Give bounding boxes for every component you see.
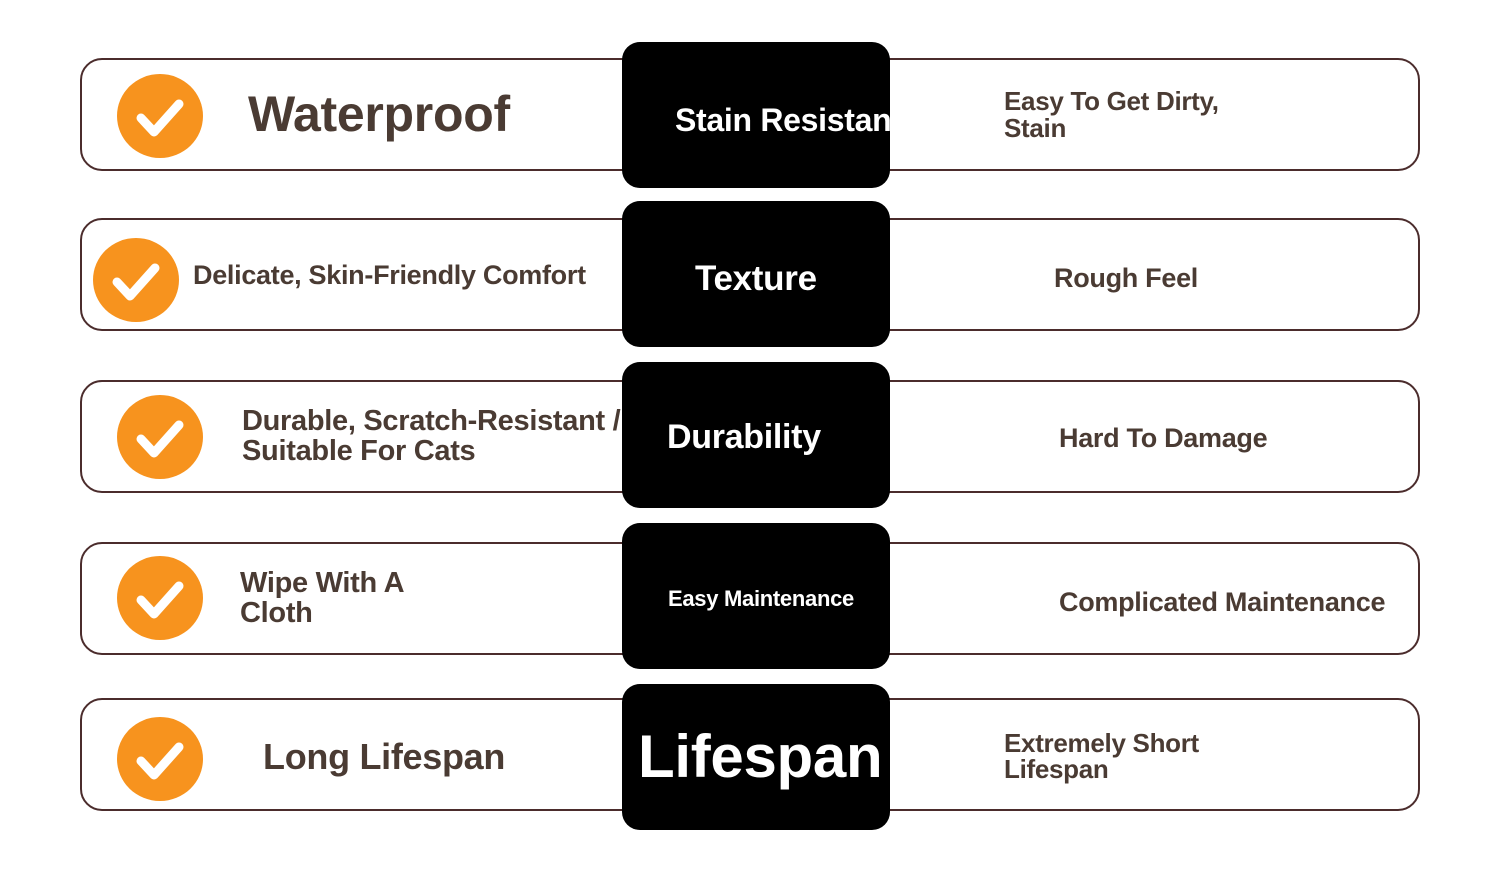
category-text: Easy Maintenance: [668, 586, 854, 611]
category-text: Stain Resistant: [675, 102, 890, 138]
con-text: Rough Feel: [1054, 263, 1198, 293]
pro-text: Durable, Scratch-Resistant / Suitable Fo…: [242, 405, 621, 468]
category-label: Easy Maintenance: [622, 523, 890, 669]
pro-text: Long Lifespan: [263, 736, 506, 777]
check-icon: [117, 556, 203, 640]
category-text: Texture: [695, 259, 817, 298]
category-label: Durability: [622, 362, 890, 508]
pro-text: Wipe With A Cloth: [240, 567, 404, 630]
con-text: Extremely Short Lifespan: [1004, 728, 1199, 784]
category-label: Texture: [622, 201, 890, 347]
check-icon: [117, 395, 203, 479]
category-text: Lifespan: [638, 723, 883, 790]
pro-text: Delicate, Skin-Friendly Comfort: [193, 260, 586, 290]
con-text: Hard To Damage: [1059, 423, 1268, 453]
check-icon: [117, 74, 203, 158]
con-text: Complicated Maintenance: [1059, 587, 1386, 617]
category-text: Durability: [667, 418, 821, 456]
pro-text: Waterproof: [248, 86, 510, 142]
category-label: Stain Resistant: [622, 42, 890, 188]
category-label: Lifespan: [622, 684, 890, 830]
check-icon: [93, 238, 179, 322]
con-text: Easy To Get Dirty, Stain: [1004, 86, 1219, 144]
check-icon: [117, 717, 203, 801]
